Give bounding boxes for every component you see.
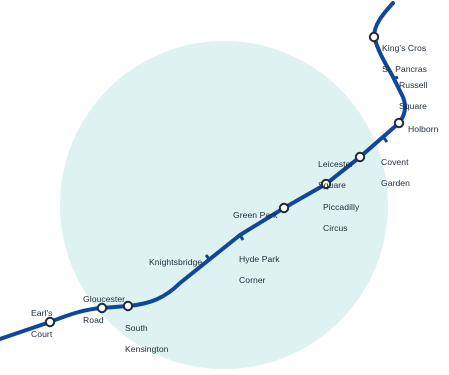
station-marker-gloucester-road[interactable] (96, 302, 108, 314)
station-marker-piccadilly-circus[interactable] (320, 178, 332, 190)
label-line: King's Cros (382, 42, 427, 53)
label-line: Garden (381, 177, 410, 188)
station-marker-earls-court[interactable] (44, 316, 56, 328)
label-line: Piccadilly (323, 201, 360, 212)
label-line: Kensington (125, 343, 169, 354)
station-label-south-kensington[interactable]: South Kensington (125, 312, 169, 365)
label-line: Corner (239, 274, 266, 285)
label-line: Holborn (408, 123, 439, 134)
station-tick-hyde-park-corner[interactable] (238, 234, 245, 241)
label-line: Square (318, 179, 347, 190)
label-line: Covent (381, 156, 409, 167)
station-label-kings-cross[interactable]: King's Cros St. Pancras (382, 32, 427, 85)
station-tick-knightsbridge[interactable] (204, 254, 211, 260)
label-line: Russell (399, 79, 428, 90)
label-line: Square (399, 100, 428, 111)
label-line: Court (31, 328, 53, 339)
station-label-green-park[interactable]: Green Park (233, 199, 277, 231)
label-line: Leicester (318, 158, 354, 169)
station-tick-russell-square[interactable] (392, 75, 399, 81)
label-line: Gloucester (83, 293, 126, 304)
label-line: Hyde Park (239, 253, 280, 264)
station-label-covent-garden[interactable]: Covent Garden (381, 146, 410, 199)
station-marker-leicester-square[interactable] (354, 151, 366, 163)
station-label-earls-court[interactable]: Earl's Court (31, 297, 53, 350)
station-marker-south-kensington[interactable] (122, 300, 134, 312)
label-line: Road (83, 314, 104, 325)
label-line: Circus (323, 222, 348, 233)
station-label-leicester-square[interactable]: Leicester Square (318, 148, 353, 201)
label-line: Green Park (233, 209, 278, 220)
station-marker-green-park[interactable] (278, 202, 290, 214)
station-label-russell-square[interactable]: Russell Square (399, 69, 428, 122)
label-line: Earl's (31, 307, 53, 318)
label-line: St. Pancras (382, 63, 427, 74)
station-tick-covent-garden[interactable] (382, 137, 389, 143)
station-marker-holborn[interactable] (393, 117, 405, 129)
station-label-piccadilly-circus[interactable]: Piccadilly Circus (323, 191, 359, 244)
label-line: South (125, 322, 148, 333)
station-label-holborn[interactable]: Holborn (408, 113, 438, 145)
label-line: Knightsbridge (149, 256, 203, 267)
station-label-gloucester-road[interactable]: Gloucester Road (83, 283, 125, 336)
station-marker-kings-cross[interactable] (368, 31, 380, 43)
station-label-hyde-park-corner[interactable]: Hyde Park Corner (239, 243, 280, 296)
station-label-knightsbridge[interactable]: Knightsbridge (149, 246, 202, 278)
zone-circle (60, 41, 388, 369)
